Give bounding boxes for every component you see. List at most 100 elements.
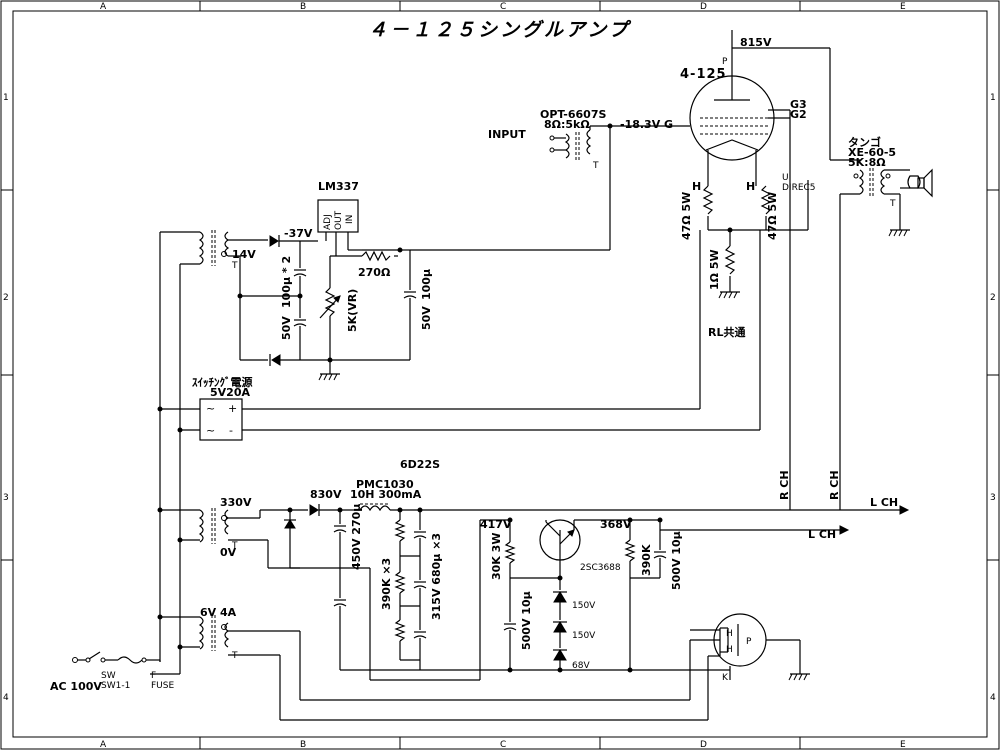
- r47b-label: 47Ω 5W: [766, 192, 779, 240]
- col-b-bottom: B: [300, 740, 306, 750]
- lm337-regulator: LM337 ADJ OUT IN: [317, 180, 359, 233]
- v14-label: 14V: [232, 248, 256, 261]
- r47a-label: 47Ω 5W: [680, 192, 693, 240]
- plate-label: P: [722, 57, 728, 67]
- ac-100v-label: AC 100V: [50, 680, 102, 693]
- sw11-label: SW1-1: [101, 681, 130, 691]
- c680-label: 315V 680μ ×3: [430, 533, 443, 620]
- psu-minus: -: [229, 424, 233, 437]
- zener-68: [553, 649, 567, 661]
- col-c-top: C: [500, 2, 506, 12]
- transistor-2sc3688: [539, 519, 581, 578]
- row-2-left: 2: [3, 293, 9, 303]
- r390k-label: 390K: [640, 544, 653, 576]
- g2-label: G2: [790, 108, 807, 121]
- zener-150b: [553, 621, 567, 633]
- tube-label: 4-125: [680, 67, 727, 82]
- c50v2-label: 50V: [420, 306, 433, 330]
- opt-ratio-label: 8Ω:5kΩ: [544, 118, 590, 131]
- heater-label-1: H: [692, 180, 701, 193]
- v0-label: 0V: [220, 546, 237, 559]
- col-e-top: E: [900, 2, 906, 12]
- fuse-symbol: [117, 656, 143, 664]
- row-4-left: 4: [3, 693, 9, 703]
- z150b-label: 150V: [572, 631, 596, 641]
- col-e-bottom: E: [900, 740, 906, 750]
- lch2-label: L CH: [808, 528, 836, 541]
- z150a-label: 150V: [572, 601, 596, 611]
- minus37-label: -37V: [284, 227, 313, 240]
- rectifier-tube-6d22s: K H H P: [713, 613, 800, 683]
- h-label-small-2: H: [726, 645, 733, 655]
- c100-label: 100μ: [420, 269, 433, 300]
- v330-label: 330V: [220, 496, 252, 509]
- choke-spec-label: 10H 300mA: [350, 488, 422, 501]
- out-model-label: XE-60-5: [848, 146, 896, 159]
- in-label: IN: [345, 215, 355, 224]
- g3-label: G3: [790, 98, 807, 111]
- p-label-small: P: [746, 637, 752, 647]
- c100x2-label: 100μ * 2: [280, 256, 293, 308]
- direc-label: DIREC5: [782, 183, 816, 193]
- row-4-right: 4: [990, 693, 996, 703]
- t-mark-330v: T: [231, 541, 238, 551]
- row-1-left: 1: [3, 93, 9, 103]
- output-transformer: タンゴ XE-60-5 5K:8Ω T: [830, 135, 910, 230]
- lch1-label: L CH: [870, 496, 898, 509]
- rl-label: RL共通: [708, 325, 745, 339]
- c500a-label: 500V 10μ: [520, 591, 533, 650]
- col-c-bottom: C: [500, 740, 506, 750]
- r270-resistor: [361, 250, 391, 262]
- v6-label: 6V 4A: [200, 606, 237, 619]
- z68-label: 68V: [572, 661, 590, 671]
- col-d-bottom: D: [700, 740, 707, 750]
- h-label-small-1: H: [726, 629, 733, 639]
- u-label: U: [782, 173, 789, 183]
- choke-pmc1030: [359, 505, 391, 512]
- choke-model-label: PMC1030: [356, 478, 414, 491]
- zener-150a: [553, 591, 567, 603]
- t-mark-6v: T: [231, 651, 238, 661]
- t-mark-output: T: [889, 199, 896, 209]
- t-mark-input: T: [592, 161, 599, 171]
- v5a20-label: 5V20A: [210, 386, 250, 399]
- rch1-label: R CH: [778, 470, 791, 500]
- r30k-label: 30K 3W: [490, 533, 503, 580]
- c500b-label: 500V 10μ: [670, 531, 683, 590]
- transistor-label: 2SC3688: [580, 563, 621, 573]
- schematic-title: ４－１２５シングルアンプ: [368, 19, 632, 41]
- c450-label: 450V 270μ: [350, 504, 363, 570]
- out-label: OUT: [334, 210, 344, 230]
- out-ratio-label: 5K:8Ω: [848, 156, 886, 169]
- ground-rectifier: [788, 673, 810, 681]
- r1-label: 1Ω 5W: [708, 249, 721, 290]
- r47a: [702, 185, 714, 215]
- transformer-6v: 6V 4A T: [160, 606, 238, 661]
- sw-label: SW: [101, 671, 116, 681]
- f-label: F: [151, 671, 156, 681]
- r47b: [760, 185, 772, 215]
- rect-diode-830: [309, 504, 319, 516]
- heater-label-2: H: [746, 180, 755, 193]
- ground-r1: [718, 291, 740, 299]
- row-3-right: 3: [990, 493, 996, 503]
- vr-5k: [324, 287, 336, 317]
- rch2-label: R CH: [828, 470, 841, 500]
- t-mark-14v: T: [231, 261, 238, 271]
- fuse-label: FUSE: [151, 681, 174, 691]
- r390x3-label: 390K ×3: [380, 558, 393, 610]
- opt-model-label: OPT-6607S: [540, 108, 606, 121]
- row-3-left: 3: [3, 493, 9, 503]
- b-plus-label: 815V: [740, 36, 772, 49]
- col-b-top: B: [300, 2, 306, 12]
- ground-vr: [318, 373, 340, 381]
- r1-ohm: [724, 245, 736, 275]
- k-label: K: [722, 673, 729, 683]
- col-d-top: D: [700, 2, 707, 12]
- lm337-label: LM337: [318, 180, 359, 193]
- ground-output: [888, 229, 910, 237]
- transformer-14v: 14V T: [160, 230, 256, 271]
